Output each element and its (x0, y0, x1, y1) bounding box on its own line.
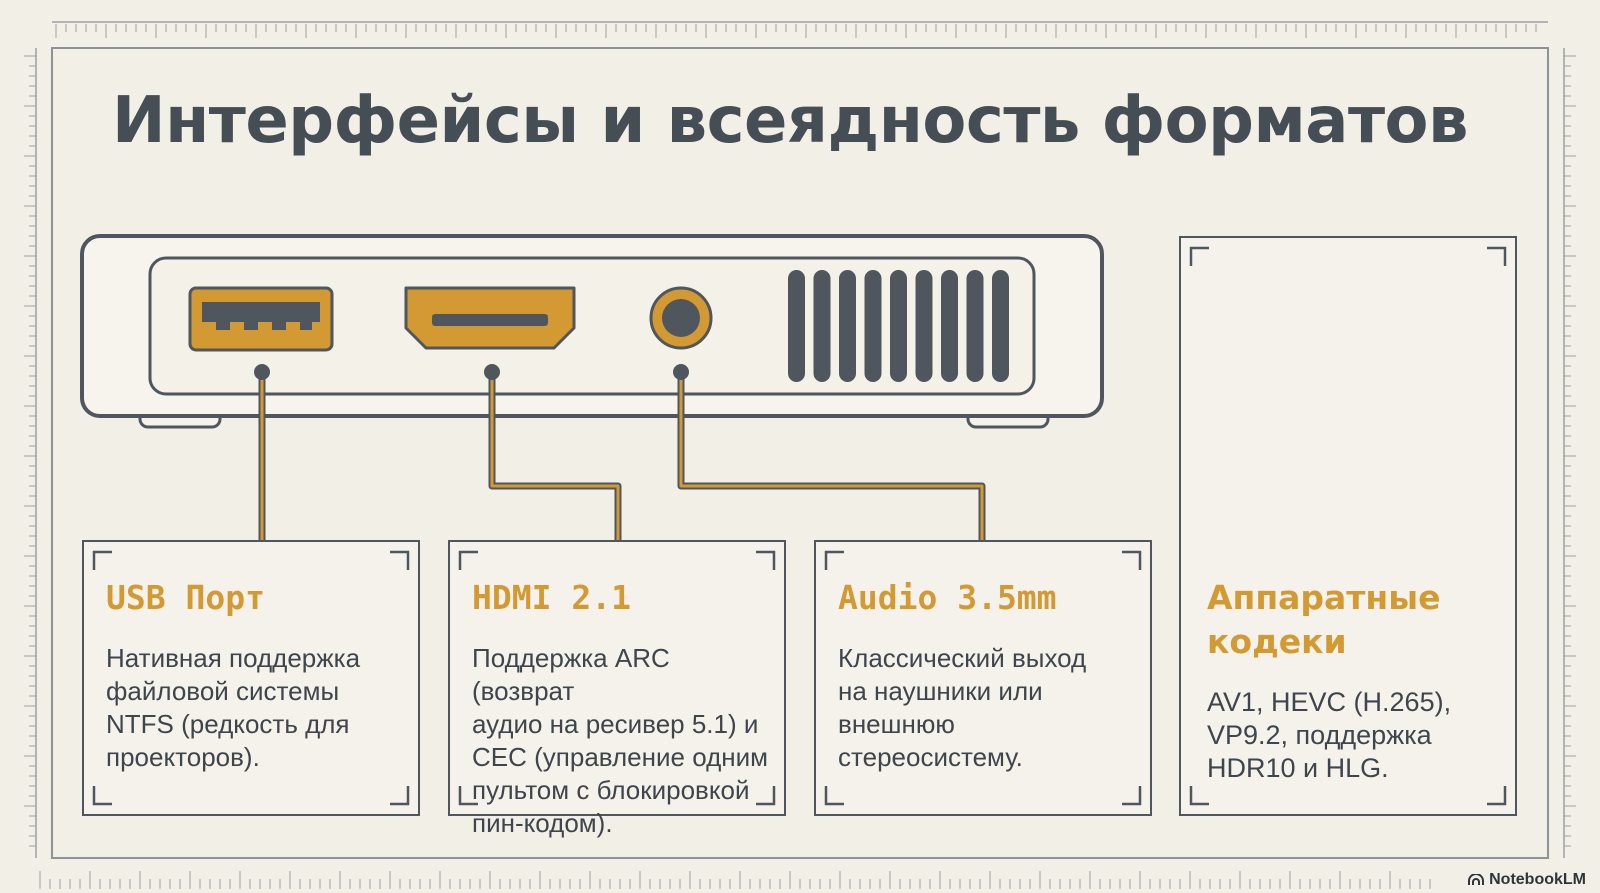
ruler-right (1563, 48, 1576, 858)
ruler-left (24, 48, 37, 858)
audio-jack-icon (649, 286, 713, 350)
audio-card: Audio 3.5mm Классический выход на наушни… (814, 540, 1152, 816)
connector-lines (254, 364, 986, 540)
usb-connector-dot (254, 364, 270, 380)
hdmi-card-title: HDMI 2.1 (472, 578, 631, 617)
outer-frame (51, 47, 1549, 859)
hdmi-port-icon (404, 286, 576, 350)
usb-card-body: Нативная поддержка файловой системы NTFS… (106, 643, 361, 772)
codec-card-title: Аппаратные кодеки (1207, 578, 1441, 661)
vent-grille-icon (788, 270, 1009, 382)
usb-card: USB Порт Нативная поддержка файловой сис… (82, 540, 420, 816)
codec-card-body: AV1, HEVC (H.265), VP9.2, поддержка HDR1… (1207, 687, 1452, 783)
hdmi-connector-dot (484, 364, 500, 380)
ruler-bottom (39, 871, 1431, 889)
hdmi-card: HDMI 2.1 Поддержка ARC (возврат аудио на… (448, 540, 786, 838)
hdmi-card-body: Поддержка ARC (возврат аудио на ресивер … (472, 643, 769, 838)
usb-port-icon (188, 286, 334, 352)
ruler-top (52, 21, 1548, 38)
device-port-panel (148, 256, 1036, 396)
audio-card-title: Audio 3.5mm (838, 578, 1057, 617)
notebooklm-logo-icon (1468, 874, 1485, 885)
usb-card-title: USB Порт (106, 578, 265, 617)
projector-device (80, 234, 1104, 429)
brand-name: NotebookLM (1489, 871, 1586, 888)
audio-connector-dot (673, 364, 689, 380)
page-title: Интерфейсы и всеядность форматов (112, 84, 1469, 158)
codec-card: Аппаратные кодеки AV1, HEVC (H.265), VP9… (1179, 236, 1517, 816)
notebooklm-brand: NotebookLM (1468, 871, 1586, 889)
audio-card-body: Классический выход на наушники или внешн… (838, 643, 1087, 772)
